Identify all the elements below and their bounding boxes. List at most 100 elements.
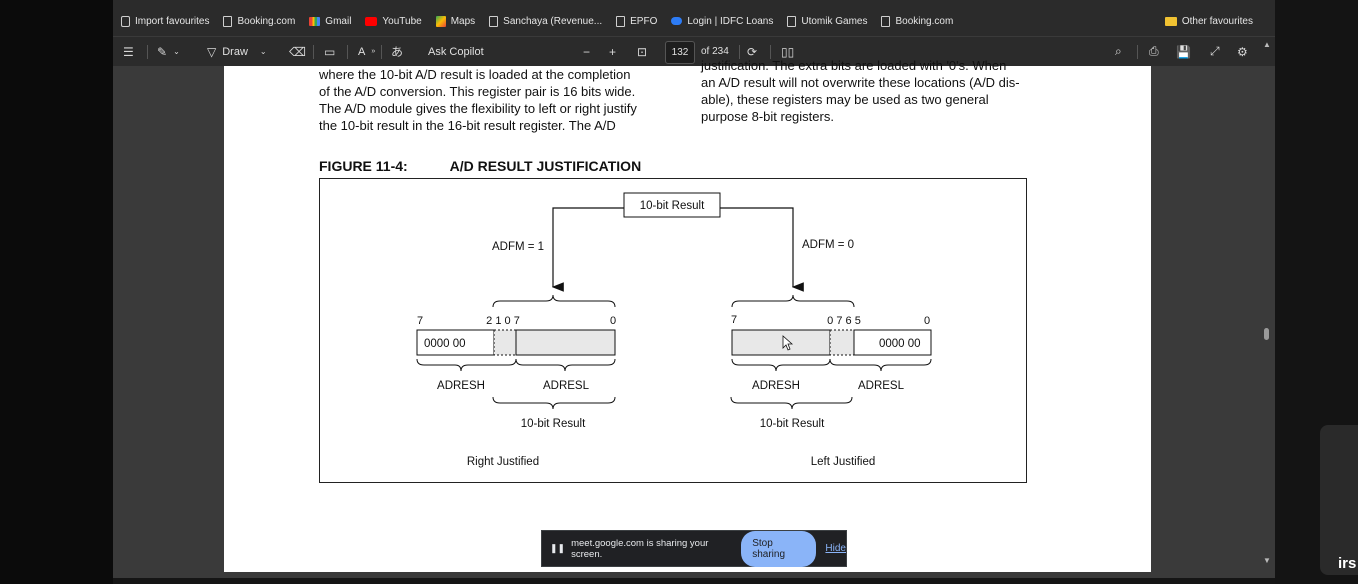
rotate-button[interactable]: ⟳ [747, 37, 757, 66]
text-line: the 10-bit result in the 16-bit result r… [319, 118, 616, 133]
adfm-right-label: ADFM = 1 [492, 241, 544, 253]
screen-share-notification: ❚❚ meet.google.com is sharing your scree… [541, 530, 847, 567]
zoom-in-button[interactable]: + [609, 37, 616, 66]
scroll-up-icon[interactable]: ▲ [1263, 40, 1271, 49]
toolbar-divider [347, 45, 348, 59]
bookmark-booking[interactable]: Booking.com [223, 15, 296, 27]
adfm-left-label: ADFM = 0 [802, 239, 854, 251]
toolbar-divider [381, 45, 382, 59]
hide-link[interactable]: Hide [825, 543, 846, 554]
brace [416, 358, 517, 372]
bookmark-booking-2[interactable]: Booking.com [881, 15, 953, 27]
pdf-toolbar: ☰ ✎⌄ ▽Draw⌄ ⌫ ▭ A» あ Ask Copilot − + ⊡ 1… [113, 36, 1275, 66]
print-button[interactable]: ⎙ [1149, 37, 1159, 66]
side-text: irs [1338, 555, 1357, 572]
bookmark-idfc[interactable]: Login | IDFC Loans [671, 16, 773, 27]
page-icon [787, 15, 797, 27]
page-icon [616, 15, 626, 27]
draw-button[interactable]: ▽Draw⌄ [207, 37, 267, 66]
right-justified-caption: Right Justified [467, 456, 539, 468]
speaker-icon: » [371, 48, 376, 55]
draw-icon: ▽ [207, 44, 217, 59]
result-label: 10-bit Result [760, 418, 825, 430]
page-number-input[interactable]: 132 [665, 41, 695, 64]
top-result-label: 10-bit Result [640, 200, 705, 212]
gmail-icon [309, 16, 321, 26]
idfc-icon [671, 17, 683, 25]
drag-handle-icon[interactable]: ❚❚ [550, 543, 566, 553]
page-view-button[interactable]: ▯▯ [781, 37, 794, 66]
bookmark-utomik[interactable]: Utomik Games [787, 15, 867, 27]
page-icon [223, 15, 233, 27]
adresh-label: ADRESH [752, 380, 800, 392]
vertical-scrollbar[interactable]: ▲ ▼ [1261, 40, 1271, 570]
adresl-data-bits [829, 329, 855, 356]
erase-button[interactable]: ⌫ [289, 37, 306, 66]
brace [492, 294, 616, 308]
text-line: an A/D result will not overwrite these l… [701, 75, 1020, 90]
brace [492, 396, 616, 410]
adresh-data-bits [493, 329, 517, 356]
text-line: where the 10-bit A/D result is loaded at… [319, 67, 631, 82]
youtube-icon [365, 16, 378, 26]
top-result-box [623, 192, 721, 218]
adresl-label: ADRESL [858, 380, 905, 392]
pdf-page: where the 10-bit A/D result is loaded at… [224, 58, 1151, 572]
bookmark-youtube[interactable]: YouTube [365, 15, 422, 27]
read-aloud-button[interactable]: A» [358, 37, 375, 66]
page-icon [881, 15, 891, 27]
draw-label: Draw [222, 45, 248, 58]
minus-icon: − [583, 44, 591, 59]
other-favourites[interactable]: Other favourites [1164, 15, 1253, 27]
brace [731, 358, 831, 372]
bookmark-import-favourites[interactable]: Import favourites [121, 15, 210, 27]
highlighter-icon: ✎ [157, 44, 168, 59]
save-button[interactable]: 💾 [1176, 37, 1191, 66]
fit-width-icon: ⊡ [637, 44, 648, 59]
page-count: of 234 [701, 46, 729, 57]
highlight-button[interactable]: ✎⌄ [157, 37, 180, 66]
stop-sharing-button[interactable]: Stop sharing [741, 530, 817, 567]
scrollbar-thumb[interactable] [1264, 328, 1269, 340]
other-favourites-label: Other favourites [1181, 15, 1253, 27]
result-label: 10-bit Result [521, 418, 586, 430]
text-line: justification. The extra bits are loaded… [701, 58, 1007, 73]
figure-heading: FIGURE 11-4: A/D RESULT JUSTIFICATION [319, 158, 641, 174]
fullscreen-button[interactable]: ⤢ [1210, 37, 1220, 66]
bookmark-label: YouTube [382, 15, 422, 27]
zero-fill-value: 0000 00 [879, 338, 921, 350]
expand-icon: ⤢ [1210, 44, 1220, 58]
bookmark-epfo[interactable]: EPFO [616, 15, 657, 27]
share-message: meet.google.com is sharing your screen. [571, 537, 709, 560]
ask-copilot-label: Ask Copilot [428, 45, 484, 58]
list-icon: ☰ [123, 44, 134, 59]
read-aloud-label: A [358, 45, 366, 58]
fit-page-button[interactable]: ⊡ [637, 37, 647, 66]
toolbar-divider [1137, 45, 1138, 59]
translate-button[interactable]: あ [391, 37, 403, 66]
bookmark-label: Booking.com [237, 15, 296, 27]
scroll-down-icon[interactable]: ▼ [1263, 556, 1271, 565]
translate-icon: あ [391, 45, 404, 59]
bookmark-label: Import favourites [135, 15, 210, 27]
bit-label: 0 7 6 5 [827, 315, 861, 327]
import-icon [121, 15, 130, 27]
bookmark-sanchaya[interactable]: Sanchaya (Revenue... [489, 15, 602, 27]
settings-button[interactable]: ⚙ [1237, 37, 1248, 66]
zoom-out-button[interactable]: − [583, 37, 590, 66]
figure-title: A/D RESULT JUSTIFICATION [449, 158, 642, 174]
bookmark-label: Login | IDFC Loans [687, 15, 774, 27]
ask-copilot-button[interactable]: Ask Copilot [428, 37, 484, 66]
mouse-cursor-icon [782, 335, 794, 351]
justification-diagram: 10-bit Result ADFM = 1 ADFM = 0 7 2 1 0 … [416, 192, 932, 468]
right-justify-arrow [551, 207, 624, 292]
bookmark-maps[interactable]: Maps [435, 15, 475, 27]
contents-button[interactable]: ☰ [123, 37, 134, 66]
left-justify-arrow [720, 207, 804, 292]
add-text-button[interactable]: ▭ [324, 37, 335, 66]
bookmark-gmail[interactable]: Gmail [309, 16, 351, 27]
figure-frame: 10-bit Result ADFM = 1 ADFM = 0 7 2 1 0 … [319, 178, 1027, 483]
search-button[interactable]: ⌕ [1115, 37, 1122, 66]
text-line: of the A/D conversion. This register pai… [319, 84, 636, 99]
adresh-label: ADRESH [437, 380, 485, 392]
